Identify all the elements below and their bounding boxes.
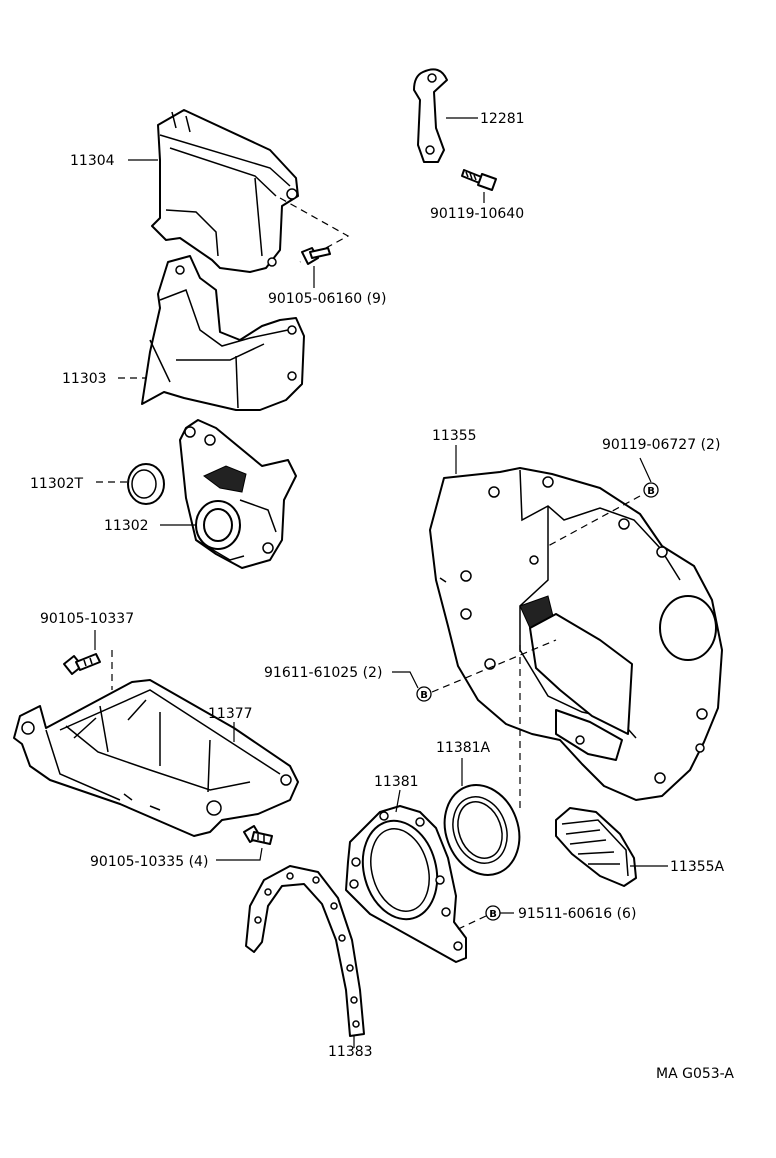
svg-text:B: B	[647, 486, 655, 497]
leader-11381	[395, 789, 401, 813]
bolt-icon[interactable]	[301, 247, 331, 265]
leader-90105-10335	[216, 847, 263, 861]
reference-marker-icon: B	[485, 905, 501, 921]
part-12281-bracket[interactable]	[413, 68, 448, 163]
bolt-icon[interactable]	[243, 825, 273, 845]
part-11381-seal-retainer[interactable]	[345, 805, 467, 963]
part-11302t-plug[interactable]	[127, 463, 165, 505]
label-90119-10640: 90119-10640	[430, 206, 524, 222]
leader-90119-06727	[639, 457, 652, 483]
leader-91611-61025	[392, 671, 419, 689]
part-11303-middle-timing-cover[interactable]	[141, 255, 305, 411]
label-11355: 11355	[432, 428, 477, 444]
label-90105-06160: 90105-06160 (9)	[268, 291, 386, 307]
part-11304-upper-timing-cover[interactable]	[151, 109, 299, 273]
label-11377: 11377	[208, 706, 253, 722]
dash-91511-60616	[455, 915, 487, 931]
label-90119-06727: 90119-06727 (2)	[602, 437, 720, 453]
reference-marker-icon: B	[643, 482, 659, 498]
label-91511-60616: 91511-60616 (6)	[518, 906, 636, 922]
bolt-icon[interactable]	[63, 653, 101, 675]
label-11381: 11381	[374, 774, 419, 790]
part-11355-rear-end-plate[interactable]	[429, 467, 723, 801]
part-11355a-cover[interactable]	[555, 807, 637, 887]
label-90105-10337: 90105-10337	[40, 611, 134, 627]
part-11381a-oil-seal[interactable]	[432, 774, 531, 885]
label-11303: 11303	[62, 371, 107, 387]
label-11383: 11383	[328, 1044, 373, 1060]
label-11355a: 11355A	[670, 859, 725, 875]
label-ref-code: MA G053-A	[656, 1066, 734, 1082]
dash-91611-61025	[431, 639, 557, 693]
reference-marker-icon: B	[416, 686, 432, 702]
part-11377-bracket[interactable]	[13, 679, 299, 837]
label-11302t: 11302T	[30, 476, 84, 492]
label-11381a: 11381A	[436, 740, 491, 756]
label-90105-10335: 90105-10335 (4)	[90, 854, 208, 870]
svg-text:B: B	[489, 909, 497, 920]
part-11302-lower-timing-cover[interactable]	[179, 419, 297, 569]
label-11304: 11304	[70, 153, 115, 169]
dash-90119-06727	[547, 495, 641, 547]
bolt-icon[interactable]	[461, 169, 497, 191]
label-12281: 12281	[480, 111, 525, 127]
svg-text:B: B	[420, 690, 428, 701]
part-11383-gasket[interactable]	[245, 865, 365, 1037]
label-11302: 11302	[104, 518, 149, 534]
label-91611-61025: 91611-61025 (2)	[264, 665, 382, 681]
